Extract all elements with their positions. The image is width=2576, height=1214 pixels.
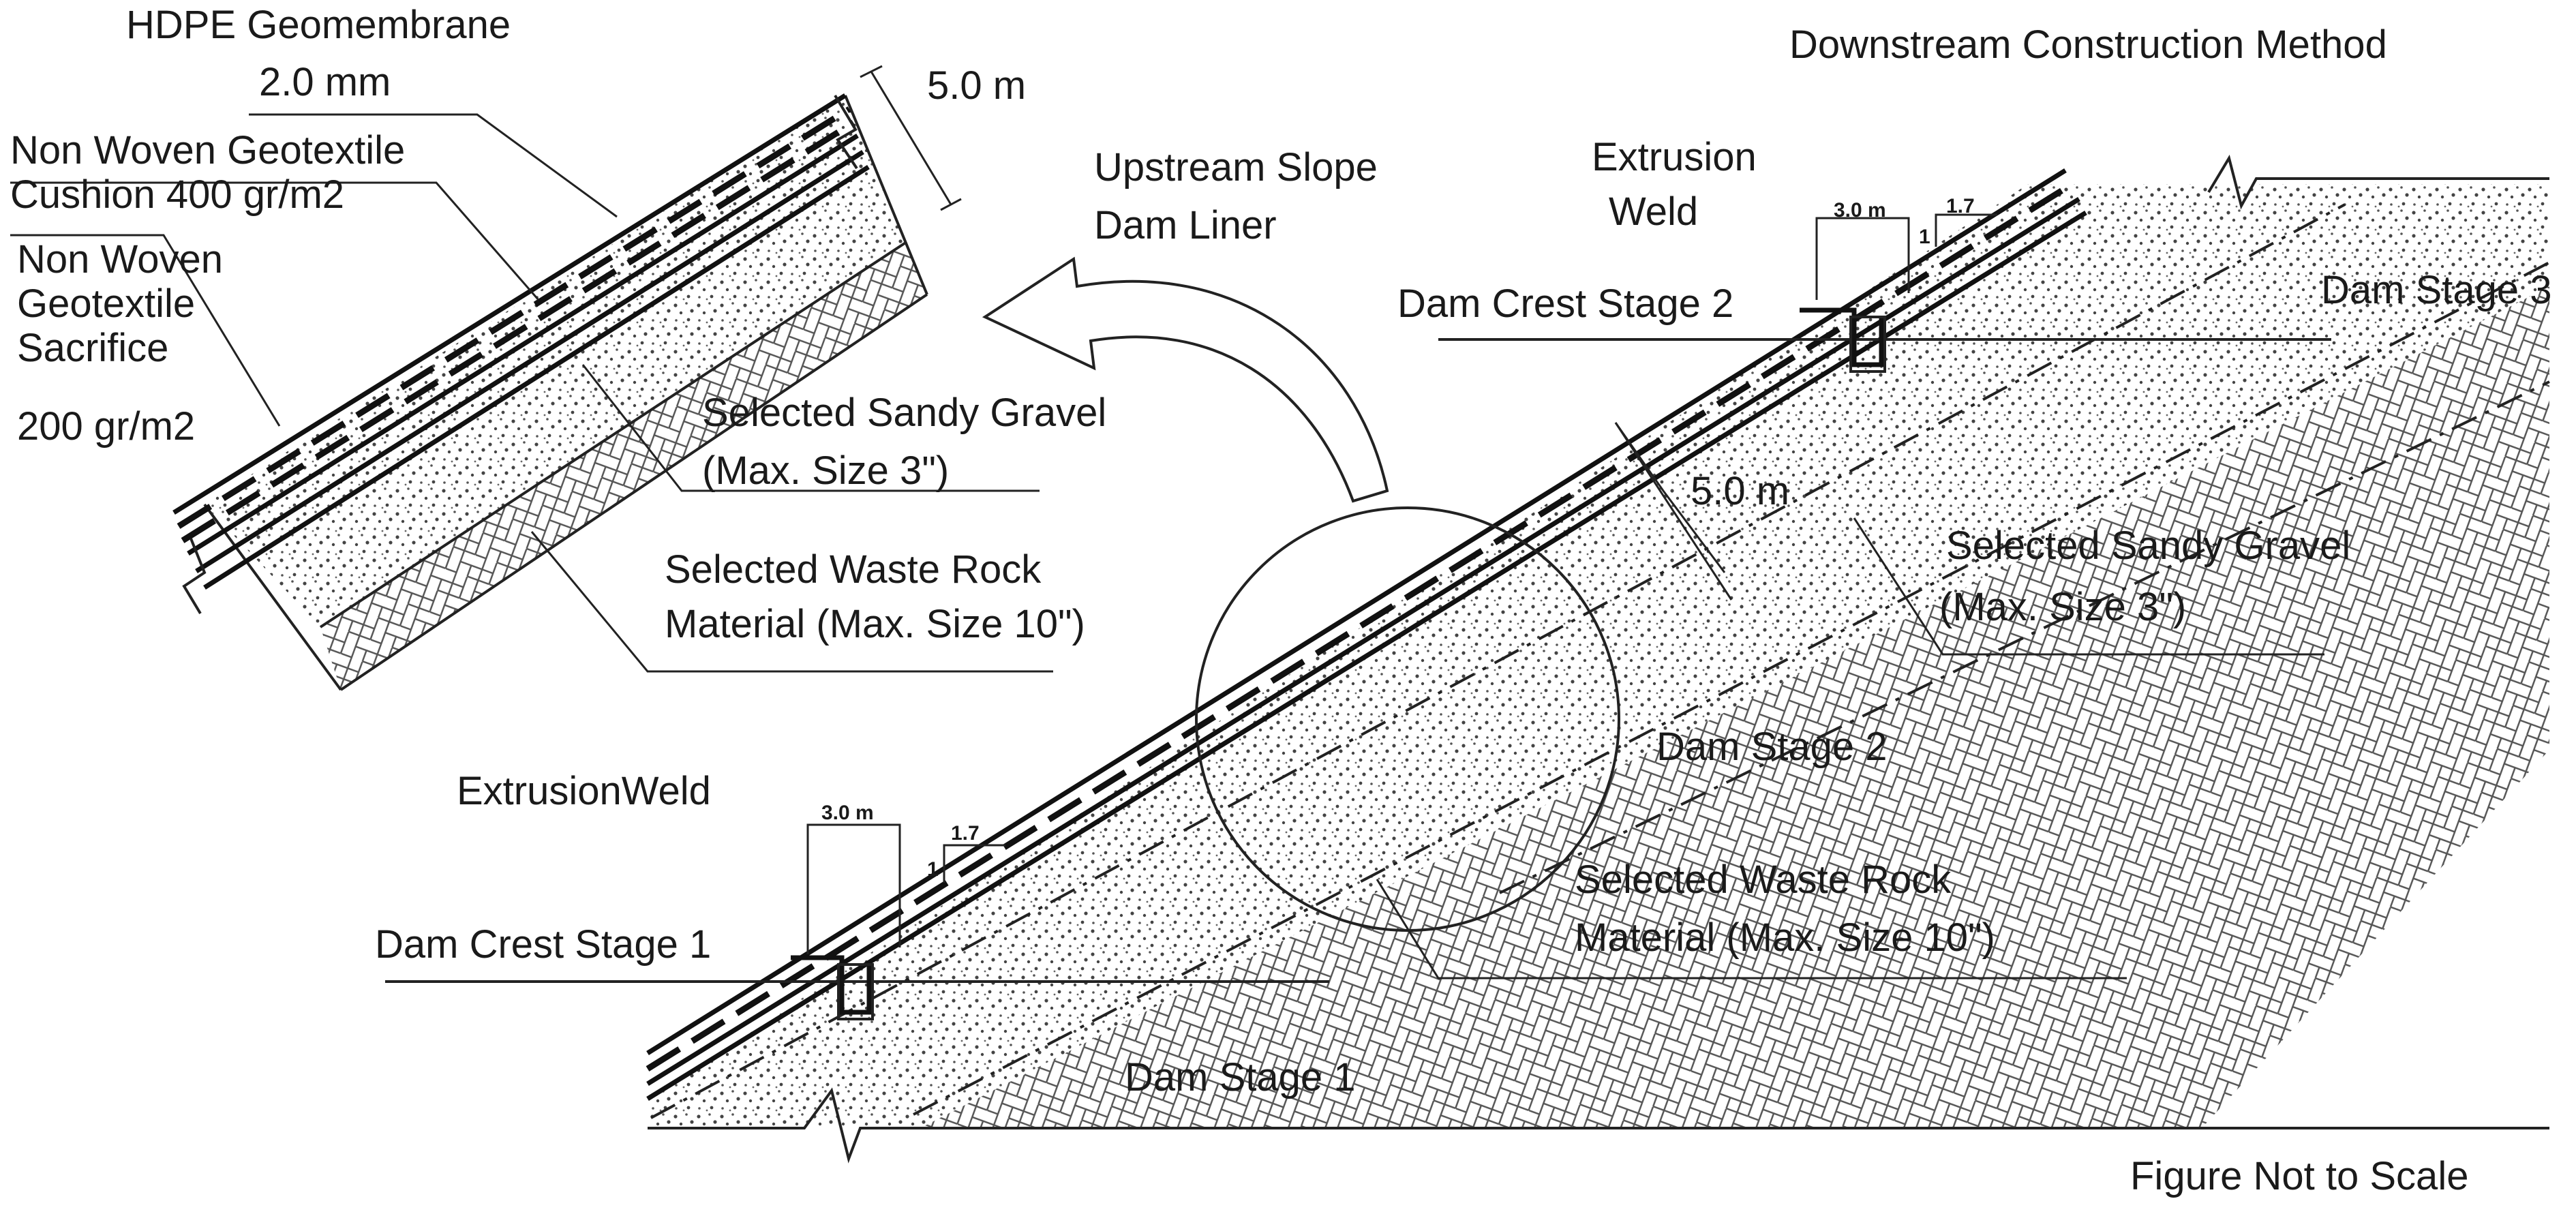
dam-crest-stage1-label: Dam Crest Stage 1 [375, 922, 711, 967]
sandy-gravel-zone [648, 184, 2549, 1128]
dam-main-section [385, 154, 2550, 1164]
waste-rock-label-2: Material (Max. Size 10") [1575, 915, 1995, 960]
nonwoven-sacrifice-label-1: Non Woven [17, 237, 223, 282]
thickness-label: 2.0 mm [259, 60, 391, 104]
dam-stage1-label: Dam Stage 1 [1125, 1055, 1356, 1099]
crest-width-top: 3.0 m [1834, 199, 1886, 222]
zone-width-label: 5.0 m [1691, 469, 1789, 513]
crest-width-bottom: 3.0 m [821, 802, 874, 824]
upstream-liner-label-2: Dam Liner [1094, 203, 1277, 247]
detail-sandy-gravel-label-1: Selected Sandy Gravel [702, 391, 1106, 435]
sandy-gravel-label-1: Selected Sandy Gravel [1946, 523, 2350, 568]
slope-v-top: 1 [1919, 226, 1930, 248]
nonwoven-sacrifice-label-2: Geotextile [17, 282, 195, 326]
nonwoven-cushion-label-2: Cushion 400 gr/m2 [10, 172, 344, 217]
detail-waste-rock-label-1: Selected Waste Rock [665, 547, 1042, 592]
upstream-liner-label-1: Upstream Slope [1094, 145, 1378, 189]
method-title: Downstream Construction Method [1789, 22, 2387, 67]
slope-h-top: 1.7 [1946, 195, 1975, 217]
not-to-scale-note: Figure Not to Scale [2130, 1154, 2468, 1198]
nonwoven-sacrifice-weight: 200 gr/m2 [17, 404, 195, 449]
waste-rock-zone [920, 286, 2549, 1128]
slope-v-bottom: 1 [927, 858, 939, 881]
upstream-liner-arrow [982, 256, 1389, 503]
dam-crest-stage2-label: Dam Crest Stage 2 [1397, 282, 1733, 326]
detail-waste-rock-fill [320, 242, 927, 690]
nonwoven-sacrifice-label-3: Sacrifice [17, 326, 168, 370]
detail-width-label: 5.0 m [927, 63, 1026, 108]
nonwoven-cushion-label-1: Non Woven Geotextile [10, 128, 405, 172]
extrusion-weld-top-label-1: Extrusion [1592, 135, 1757, 179]
hdpe-geomembrane-label: HDPE Geomembrane [126, 3, 511, 47]
dam-stage2-label: Dam Stage 2 [1656, 725, 1888, 769]
detail-waste-rock-label-2: Material (Max. Size 10") [665, 602, 1085, 646]
detail-sandy-gravel-label-2: (Max. Size 3") [702, 449, 949, 493]
sandy-gravel-label-2: (Max. Size 3") [1939, 585, 2186, 629]
extrusion-weld-top-label-2: Weld [1609, 189, 1698, 234]
extrusion-weld-bottom-label: ExtrusionWeld [457, 769, 711, 813]
waste-rock-label-1: Selected Waste Rock [1575, 858, 1952, 902]
diagram-labels: HDPE Geomembrane 2.0 mm 5.0 m Non Woven … [10, 3, 2552, 1198]
slope-h-bottom: 1.7 [951, 822, 980, 845]
liner-detail-inset [10, 65, 1053, 691]
dam-stage3-label: Dam Stage 3 [2321, 268, 2552, 312]
detail-sandy-gravel-fill [204, 95, 907, 627]
